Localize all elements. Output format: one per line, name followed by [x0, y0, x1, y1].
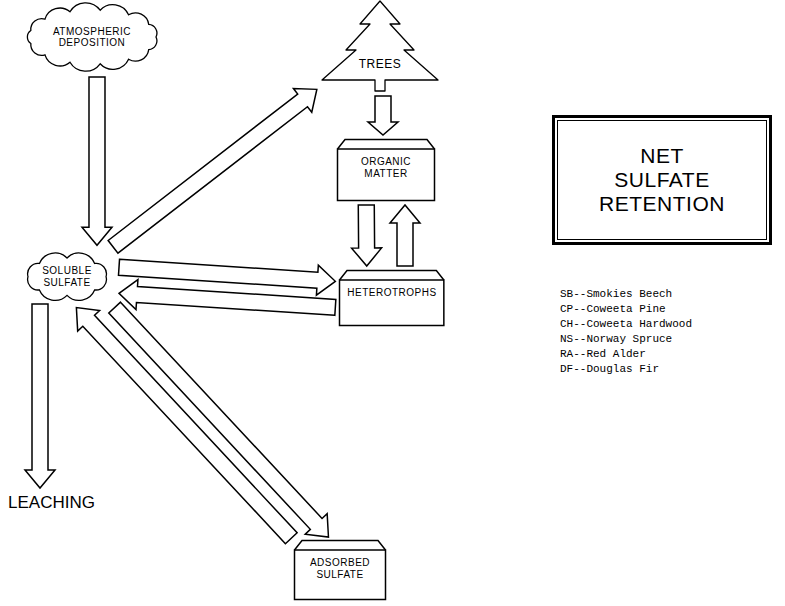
block-arrow [390, 205, 420, 266]
abbreviation-key: NS--Norway Spruce [560, 333, 672, 345]
abbreviation-key: CH--Coweeta Hardwood [560, 318, 692, 330]
abbreviation-key: RA--Red Alder [560, 348, 646, 360]
node-text: ADSORBED SULFATE [310, 557, 370, 580]
process-box: HETEROTROPHS [339, 270, 444, 326]
box-front [338, 149, 435, 201]
cloud-outline [27, 3, 157, 71]
block-arrow [368, 96, 398, 135]
node-text: ORGANIC MATTER [361, 156, 411, 179]
node-text: NET SULFATE RETENTION [599, 144, 725, 216]
title-box: NET SULFATE RETENTION [552, 115, 772, 245]
box-top [338, 140, 435, 150]
block-arrow [76, 308, 297, 544]
leaching-arrow [25, 304, 55, 488]
cloud-node: SOLUBLE SULFATE [19, 249, 115, 304]
block-arrow [108, 88, 317, 253]
cloud-node: ATMOSPHERIC DEPOSITION [20, 1, 165, 73]
tree-outline [322, 1, 438, 91]
cloud-outline [28, 253, 107, 300]
box-front [340, 280, 444, 326]
node-text: SOLUBLE SULFATE [42, 265, 92, 288]
node-text: TREES [359, 58, 402, 72]
box-top [295, 541, 386, 551]
tree-node: TREES [320, 0, 440, 92]
abbreviation-key: DF--Douglas Fir [560, 363, 659, 375]
process-box: ADSORBED SULFATE [294, 540, 386, 600]
process-box: ORGANIC MATTER [337, 139, 435, 201]
tree-outline [320, 0, 440, 92]
node-text: HETEROTROPHS [347, 287, 436, 299]
block-arrow [352, 205, 382, 266]
flow-label: LEACHING [8, 494, 95, 513]
block-arrow [82, 77, 112, 245]
box-top [340, 271, 444, 281]
box-front [295, 550, 386, 600]
abbreviation-key: CP--Coweeta Pine [560, 303, 666, 315]
abbreviation-key: SB--Smokies Beech [560, 288, 672, 300]
block-arrow [109, 302, 329, 537]
node-text: ATMOSPHERIC DEPOSITION [53, 26, 131, 49]
block-arrow [119, 280, 336, 316]
